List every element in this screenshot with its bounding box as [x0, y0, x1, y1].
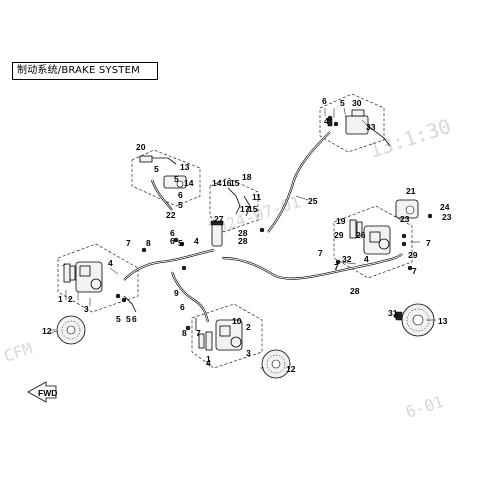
- callout-28: 28: [238, 228, 248, 238]
- callout-1: 1: [206, 354, 211, 364]
- callout-26: 26: [356, 230, 366, 240]
- diagram-title: 制动系统/BRAKE SYSTEM: [12, 62, 158, 80]
- watermark-left: CFM: [1, 339, 34, 366]
- watermark-bottom-right: 6-01: [403, 392, 446, 422]
- front-right-brake-disc: [261, 349, 291, 379]
- rear-brake-disc: [395, 303, 435, 337]
- callout-31: 31: [388, 308, 398, 318]
- callout-21: 21: [406, 186, 416, 196]
- callout-14: 14: [184, 178, 194, 188]
- callout-33: 33: [366, 122, 376, 132]
- callout-15: 15: [230, 178, 240, 188]
- callout-7: 7: [334, 262, 339, 272]
- callout-29: 29: [408, 250, 418, 260]
- callout-6: 6: [322, 96, 327, 106]
- callout-5: 5: [340, 98, 345, 108]
- callout-27: 27: [214, 214, 224, 224]
- front-left-caliper-group: [57, 243, 139, 313]
- callout-12: 12: [42, 326, 52, 336]
- callout-15: 15: [248, 204, 258, 214]
- callout-7: 7: [196, 328, 201, 338]
- brake-reservoir: [209, 177, 259, 247]
- callout-16: 16: [222, 178, 232, 188]
- rear-caliper-group: [333, 199, 419, 279]
- callout-28: 28: [350, 286, 360, 296]
- callout-29: 29: [334, 230, 344, 240]
- callout-7: 7: [126, 238, 131, 248]
- callout-1: 1: [58, 294, 63, 304]
- callout-4: 4: [206, 358, 211, 368]
- callout-6: 6: [132, 314, 137, 324]
- fwd-arrow: FWD: [27, 381, 57, 403]
- callout-13: 13: [180, 162, 190, 172]
- callout-11: 11: [252, 192, 261, 202]
- callout-30: 30: [352, 98, 362, 108]
- callout-8: 8: [182, 328, 187, 338]
- callout-5: 5: [178, 238, 183, 248]
- front-left-brake-disc: [49, 315, 86, 345]
- callout-2: 2: [246, 322, 251, 332]
- callout-7: 7: [412, 266, 417, 276]
- callout-17: 17: [240, 204, 250, 214]
- callout-5: 5: [154, 164, 159, 174]
- callout-6: 6: [180, 302, 185, 312]
- watermark-top-right: 13:1:30: [366, 114, 454, 163]
- callout-7: 7: [426, 238, 431, 248]
- callout-2: 2: [68, 294, 73, 304]
- callout-4: 4: [364, 254, 369, 264]
- leader-lines: [50, 107, 436, 369]
- callout-4: 4: [194, 236, 199, 246]
- callout-9: 9: [174, 288, 179, 298]
- callout-24: 24: [440, 202, 450, 212]
- callout-23: 23: [400, 214, 410, 224]
- callout-3: 3: [84, 304, 89, 314]
- brake-lines: [123, 131, 403, 330]
- callout-8: 8: [146, 238, 151, 248]
- callout-28: 28: [238, 236, 248, 246]
- callout-4: 4: [108, 258, 113, 268]
- callout-10: 10: [232, 316, 242, 326]
- callout-18: 18: [242, 172, 252, 182]
- callout-12: 12: [286, 364, 296, 374]
- callout-5: 5: [126, 314, 131, 324]
- callout-7: 7: [318, 248, 323, 258]
- callout-5: 5: [178, 200, 183, 210]
- fwd-label: FWD: [38, 388, 57, 398]
- callout-25: 25: [308, 196, 318, 206]
- callout-6: 6: [178, 190, 183, 200]
- handlebar-master-cylinder: [131, 149, 201, 211]
- callout-6: 6: [170, 236, 175, 246]
- callout-5: 5: [116, 314, 121, 324]
- callout-20: 20: [136, 142, 146, 152]
- callout-6: 6: [170, 228, 175, 238]
- callout-5: 5: [174, 174, 179, 184]
- callout-numbers: 20 5 13 5 14 6 5 22 14 16 15 18 11 17 15…: [42, 96, 452, 374]
- front-right-caliper-group: [191, 303, 263, 369]
- callout-13: 13: [438, 316, 448, 326]
- callout-23: 23: [442, 212, 452, 222]
- callout-32: 32: [342, 254, 352, 264]
- callout-22: 22: [166, 210, 176, 220]
- callout-4: 4: [324, 116, 329, 126]
- callout-19: 19: [336, 216, 346, 226]
- callout-3: 3: [246, 348, 251, 358]
- callout-14: 14: [212, 178, 222, 188]
